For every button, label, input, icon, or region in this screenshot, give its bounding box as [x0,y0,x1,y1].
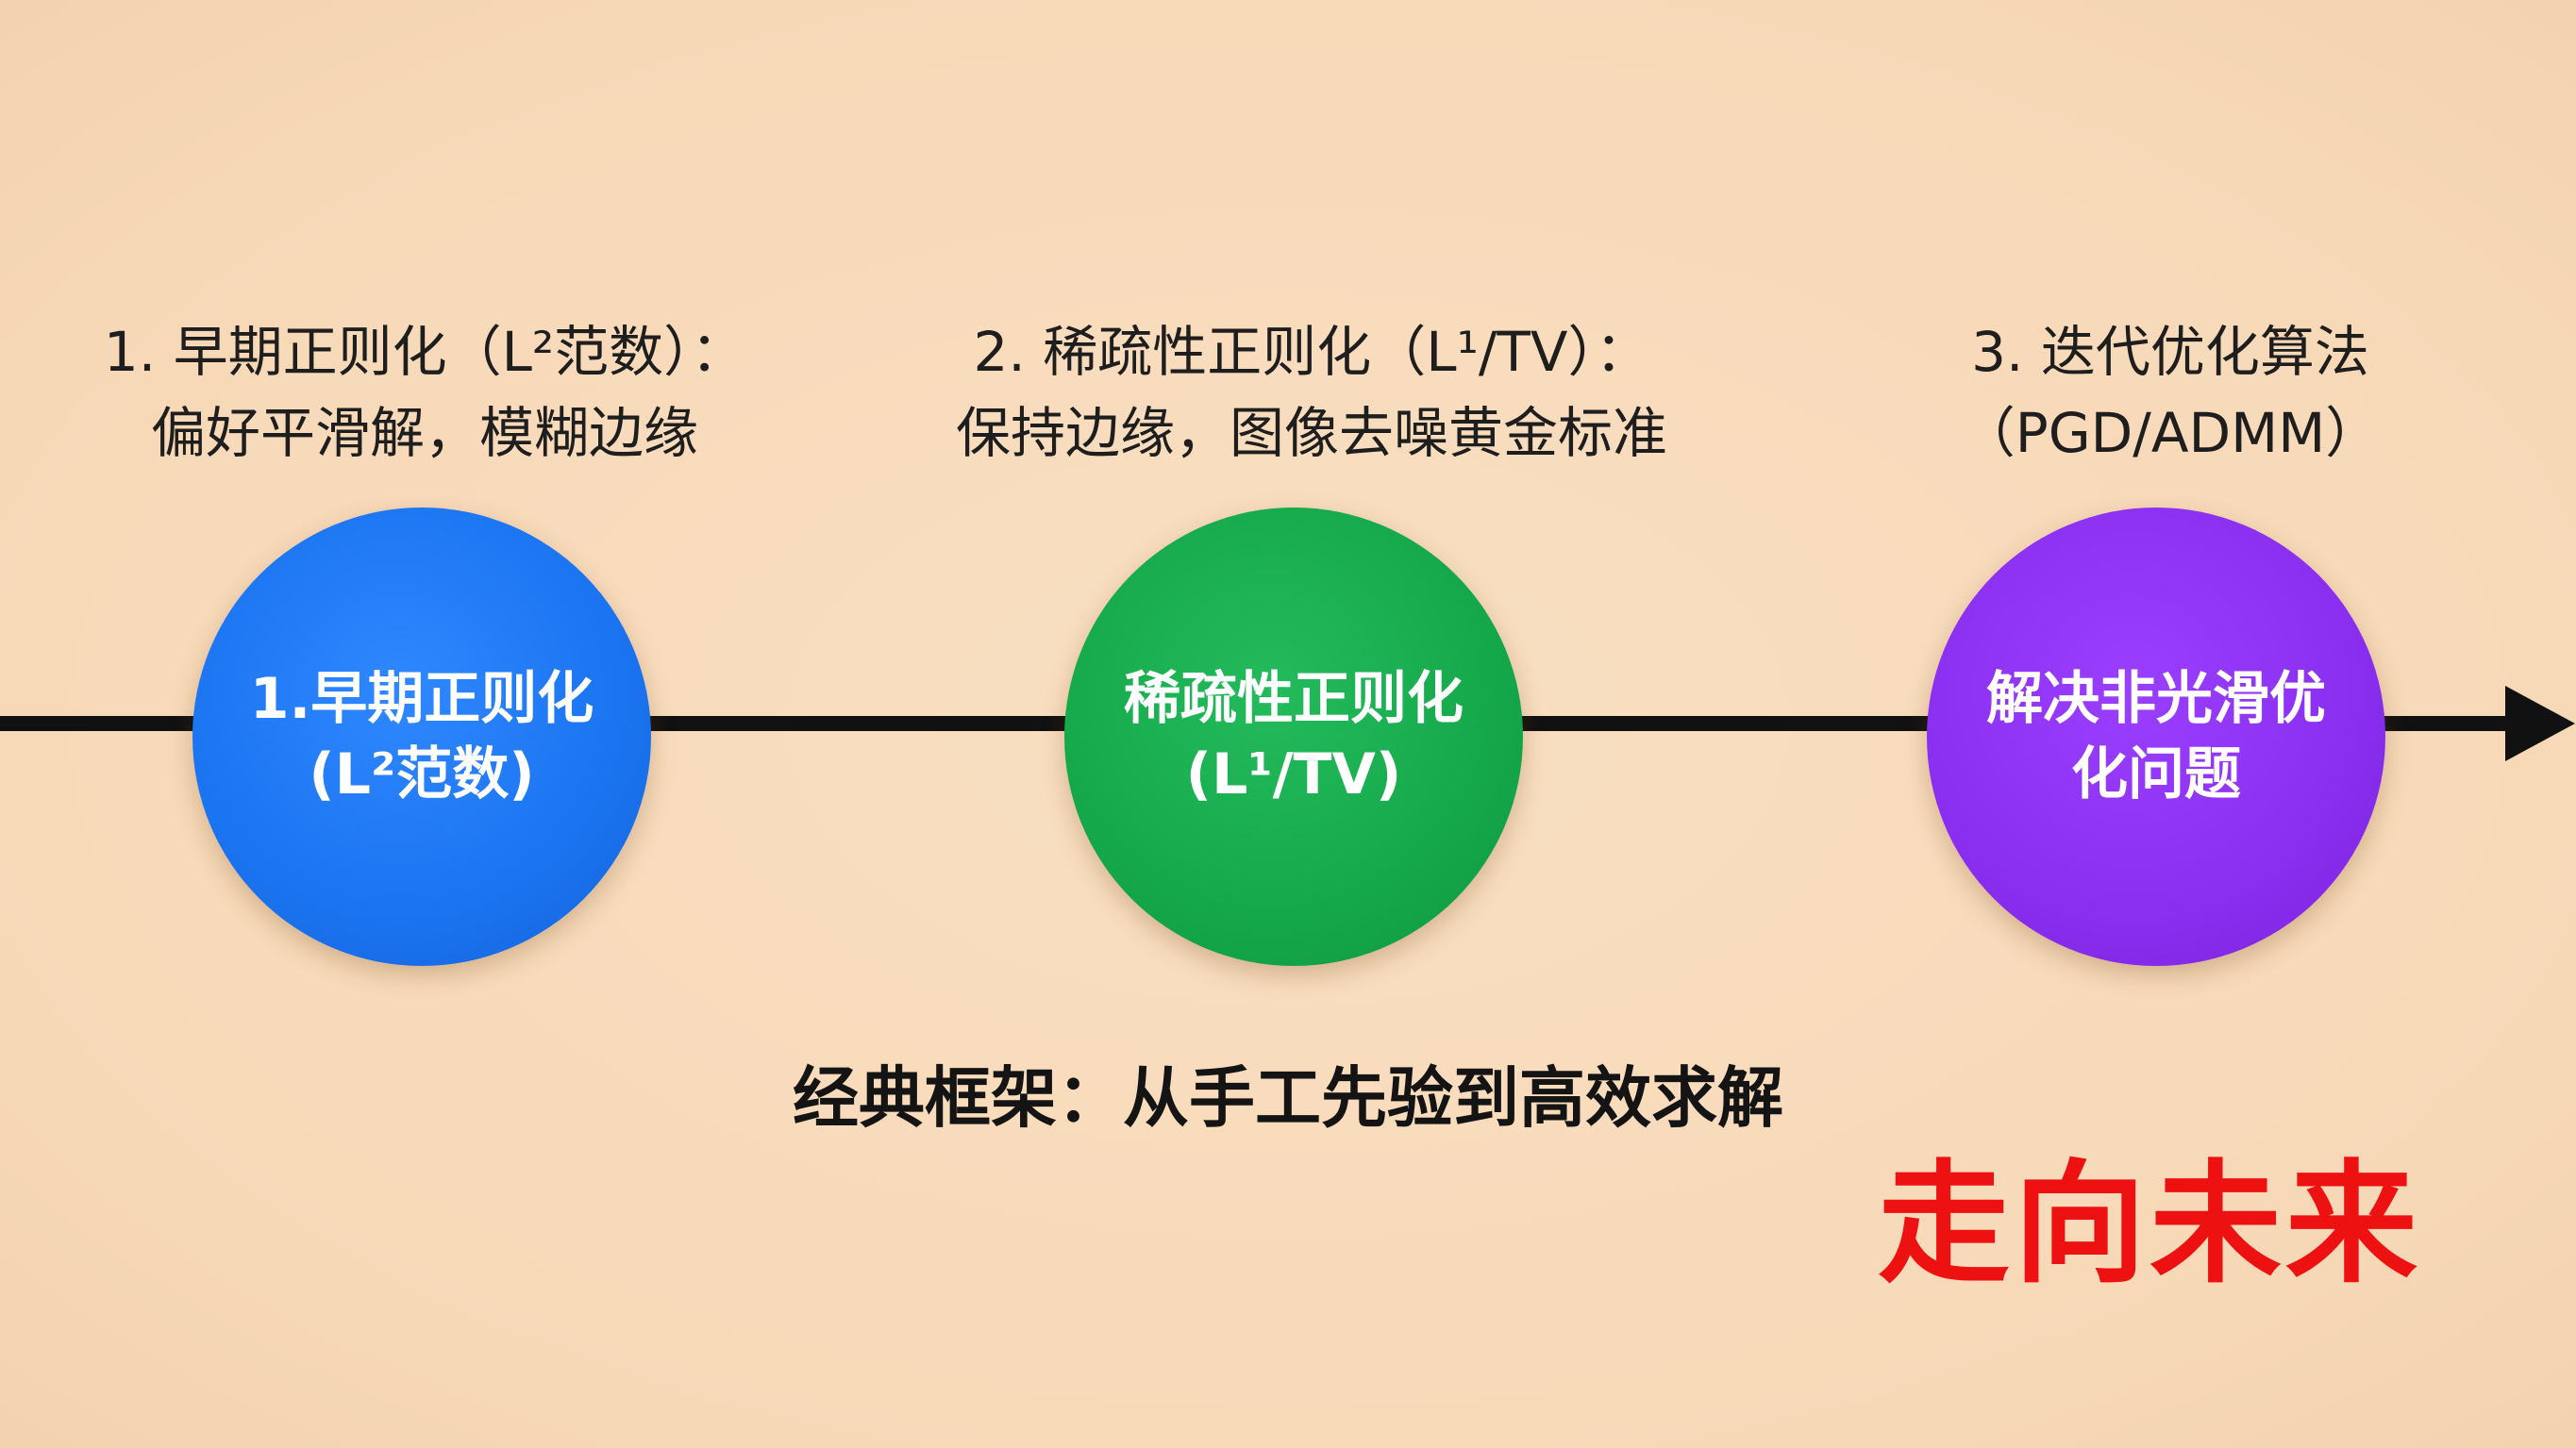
node-2-label: 稀疏性正则化 [1124,666,1464,732]
node-3-label: 解决非光滑优 [1986,666,2326,732]
node-early-regularization: 1.早期正则化 (L²范数) [192,508,651,966]
timeline-arrowhead [2505,686,2575,761]
caption-1-title: 1. 早期正则化（L²范数）： [103,320,746,384]
framework-summary: 经典框架：从手工先验到高效求解 [793,1059,1783,1137]
node-1-label: 1.早期正则化 [249,666,594,732]
node-sparsity-regularization: 稀疏性正则化 (L¹/TV) [1064,508,1523,966]
caption-3-title: 3. 迭代优化算法 [1971,320,2369,384]
caption-iterative-optimization: 3. 迭代优化算法 （PGD/ADMM） [1746,311,2576,474]
caption-sparsity-regularization: 2. 稀疏性正则化（L¹/TV）： 保持边缘，图像去噪黄金标准 [887,311,1736,474]
caption-2-title: 2. 稀疏性正则化（L¹/TV）： [973,320,1650,384]
node-1-sublabel: (L²范数) [309,741,535,807]
future-heading: 走向未来 [1878,1148,2422,1302]
node-2-sublabel: (L¹/TV) [1185,741,1402,807]
node-3-sublabel: 化问题 [2071,741,2241,807]
caption-early-regularization: 1. 早期正则化（L²范数）： 偏好平滑解，模糊边缘 [0,311,849,474]
caption-1-description: 偏好平滑解，模糊边缘 [150,401,698,465]
caption-3-description: （PGD/ADMM） [1960,401,2381,465]
node-nonsmooth-optimization: 解决非光滑优 化问题 [1927,508,2385,966]
caption-2-description: 保持边缘，图像去噪黄金标准 [955,401,1667,465]
